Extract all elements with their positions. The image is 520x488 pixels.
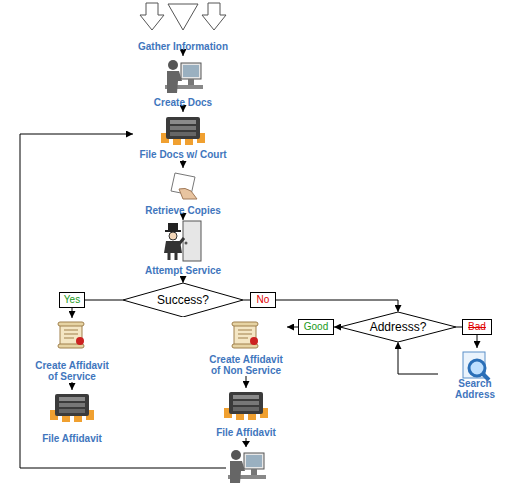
process-step: Create Affidavit of Non Service — [205, 318, 287, 376]
step-caption: Create Affidavit of Service — [31, 360, 113, 382]
step-caption: Create Docs — [154, 97, 212, 108]
flow-arrow — [183, 160, 184, 168]
copies-icon — [171, 173, 197, 199]
computer-icon — [226, 447, 266, 485]
answer-box: Good — [298, 319, 334, 335]
process-step: Create Affidavit of Service — [31, 318, 113, 382]
answer-box: Bad — [462, 319, 492, 335]
node-text: Bad — [468, 321, 486, 333]
flow-arrow — [72, 308, 73, 318]
flow-arrow — [287, 327, 298, 328]
step-caption: Gather Information — [138, 41, 228, 52]
node-text: Addresss? — [370, 320, 427, 334]
court-icon — [224, 392, 268, 420]
arrow-head — [242, 441, 250, 447]
flow-arrow — [183, 216, 184, 220]
process-step: Retrieve Copies — [133, 168, 233, 216]
computer-icon — [163, 57, 203, 95]
flow-arrow — [276, 300, 398, 312]
step-caption: File Docs w/ Court — [139, 149, 226, 160]
court-icon — [50, 394, 94, 422]
flow-arrow — [183, 108, 184, 112]
flow-arrow — [183, 52, 184, 56]
flow-arrow — [246, 376, 247, 388]
process-step: Create Docs — [133, 56, 233, 108]
answer-box: Yes — [59, 292, 85, 308]
decision-diamond: Success? — [123, 283, 243, 317]
process-step: File Affidavit — [32, 390, 112, 444]
process-step: Gather Information — [128, 2, 238, 52]
answer-box: No — [250, 292, 276, 308]
step-caption: Retrieve Copies — [145, 205, 221, 216]
process-step: File Affidavit — [206, 388, 286, 438]
step-caption: Create Affidavit of Non Service — [205, 354, 287, 376]
flow-arrow — [477, 335, 478, 348]
flow-arrow — [243, 300, 250, 301]
step-caption: Search Address — [438, 378, 512, 400]
flow-arrow — [72, 382, 73, 390]
step-caption: File Affidavit — [216, 427, 276, 438]
start-arrows — [140, 3, 226, 30]
node-text: Success? — [157, 293, 209, 307]
affidavit-icon — [232, 322, 258, 348]
diamond-shape — [340, 312, 456, 342]
affidavit-icon — [58, 322, 84, 348]
node-text: Yes — [64, 294, 80, 306]
process-step: Attempt Service — [133, 220, 233, 276]
process-step: Search Address — [438, 348, 512, 400]
diamond-shape — [123, 283, 243, 317]
step-caption: File Affidavit — [42, 433, 102, 444]
flow-arrow — [183, 276, 184, 283]
flow-arrow — [20, 134, 246, 468]
node-text: No — [257, 294, 270, 306]
node-text: Good — [304, 321, 328, 333]
flow-arrow — [398, 342, 438, 374]
court-icon — [161, 117, 205, 145]
process-step: File Docs w/ Court — [133, 112, 233, 160]
service-icon — [164, 221, 201, 261]
flow-arrow — [85, 300, 123, 301]
step-caption: Attempt Service — [145, 265, 221, 276]
search-icon — [463, 352, 489, 380]
decision-diamond: Addresss? — [340, 312, 456, 342]
